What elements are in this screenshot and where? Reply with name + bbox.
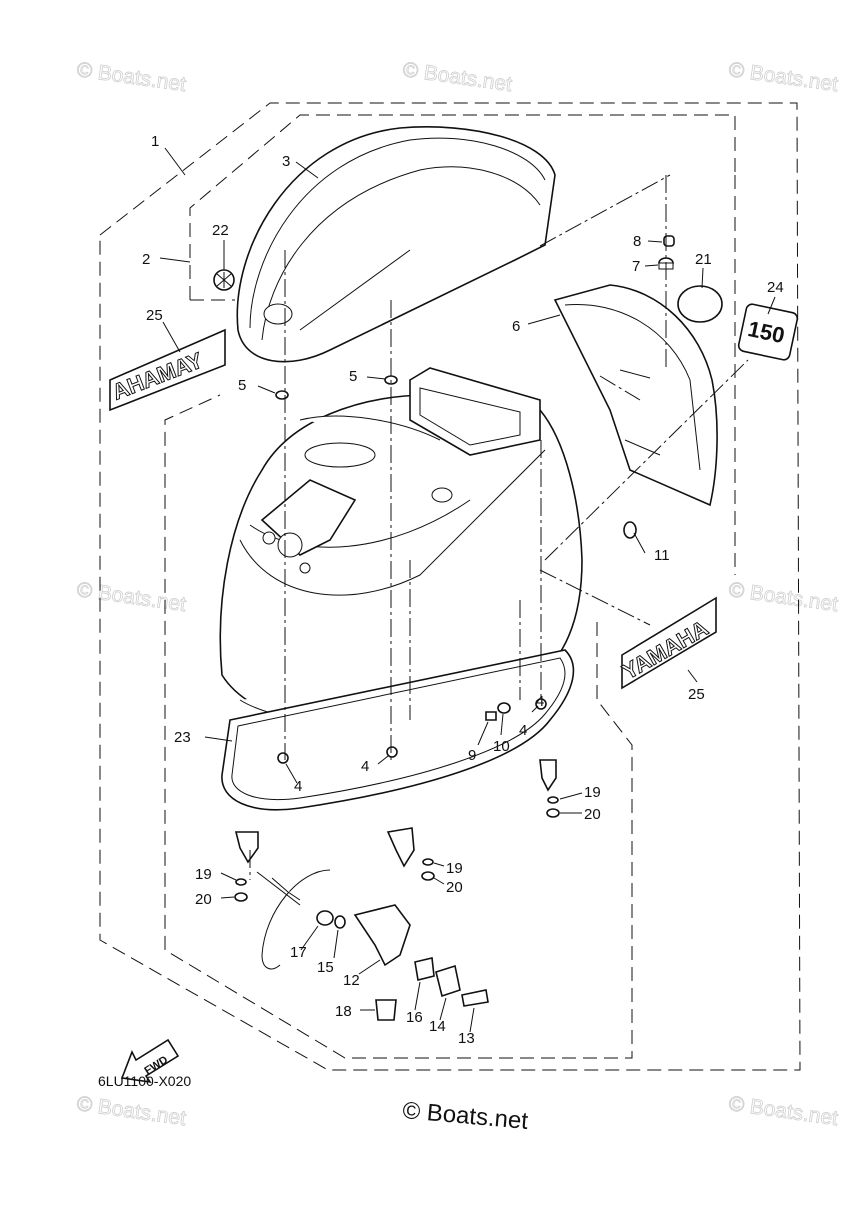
callout-label: 17 <box>290 944 307 961</box>
footer-brand: © Boats.net <box>401 1097 529 1135</box>
callout-label: 1 <box>151 133 159 150</box>
callout-label: 25 <box>146 307 163 324</box>
leader-lines <box>159 147 776 1033</box>
callout-label: 12 <box>343 972 360 989</box>
decal-part-24: 150 <box>737 303 799 361</box>
callout-label: 11 <box>654 547 670 564</box>
callout-label: 8 <box>633 233 641 250</box>
nut-part-4 <box>277 752 289 764</box>
latch-right <box>539 759 560 818</box>
decal-left-text: AHAMAY <box>109 347 207 404</box>
latch-center <box>386 827 435 881</box>
grommet-part-11 <box>623 521 637 539</box>
washer-part-15 <box>334 915 346 929</box>
seal-inner-line <box>231 657 566 801</box>
callout-label: 5 <box>238 377 246 394</box>
emblem-part-22 <box>213 269 235 291</box>
callout-label: 22 <box>212 222 229 239</box>
washer-part-5 <box>275 390 289 400</box>
callout-label: 20 <box>446 879 463 896</box>
bolt-part-13 <box>461 989 489 1007</box>
assembly-boundary-inner <box>164 114 736 1059</box>
watermark: © Boats.net <box>727 578 839 616</box>
assembly-lines <box>249 174 749 880</box>
watermark: © Boats.net <box>75 578 187 616</box>
rear-cover-part-6 <box>553 284 718 507</box>
bush-part-16 <box>414 957 435 981</box>
callout-label: 13 <box>458 1030 475 1047</box>
callout-label: 20 <box>195 891 212 908</box>
callout-label: 2 <box>142 251 150 268</box>
screw-part-9 <box>485 711 497 721</box>
callout-label: 3 <box>282 153 290 170</box>
callout-label: 21 <box>695 251 712 268</box>
collar-part-14 <box>435 964 461 998</box>
nut-part-4 <box>386 746 398 758</box>
watermark: © Boats.net <box>727 58 839 96</box>
callout-label: 16 <box>406 1009 423 1026</box>
latch-left <box>234 831 259 902</box>
callout-label: 24 <box>767 279 784 296</box>
callout-label: 15 <box>317 959 334 976</box>
diagram-code: 6LU1100-X020 <box>98 1073 191 1089</box>
hook-part-12 <box>353 904 411 967</box>
callout-label: 19 <box>195 866 212 883</box>
callout-label: 7 <box>632 258 640 275</box>
callout-label: 23 <box>174 729 191 746</box>
top-cover-part-3 <box>236 126 556 363</box>
nut-part-17 <box>316 910 334 926</box>
callout-labels: 1 2 3 4 4 4 4 5 5 6 7 8 9 10 11 12 13 14… <box>142 133 784 1047</box>
callout-label: 20 <box>584 806 601 823</box>
callout-label: 5 <box>349 368 357 385</box>
callout-label: 4 <box>361 758 369 775</box>
callout-label: 19 <box>584 784 601 801</box>
callout-label: 14 <box>429 1018 446 1035</box>
callout-label: 19 <box>446 860 463 877</box>
callout-label: 4 <box>536 693 544 710</box>
watermark: © Boats.net <box>75 1092 187 1130</box>
nut-part-4 <box>535 698 547 710</box>
callout-label: 9 <box>468 747 476 764</box>
callout-label: 25 <box>688 686 705 703</box>
watermark: © Boats.net <box>401 58 513 96</box>
watermark: © Boats.net <box>727 1092 839 1130</box>
callout-label: 10 <box>493 738 510 755</box>
watermark: © Boats.net <box>75 58 187 96</box>
decal-part-25-right: YAMAHA <box>618 596 717 690</box>
washer-part-10 <box>497 702 511 714</box>
callout-label: 6 <box>512 318 520 335</box>
decal-part-21 <box>677 285 723 323</box>
assembly-boundary-outer <box>99 102 801 1071</box>
callout-label: 4 <box>294 778 302 795</box>
decal-part-25-left: AHAMAY <box>108 328 226 412</box>
callout-label: 18 <box>335 1003 352 1020</box>
latch-detail <box>256 869 489 1021</box>
rubber-part-18 <box>375 999 397 1021</box>
callout-label: 4 <box>519 722 527 739</box>
